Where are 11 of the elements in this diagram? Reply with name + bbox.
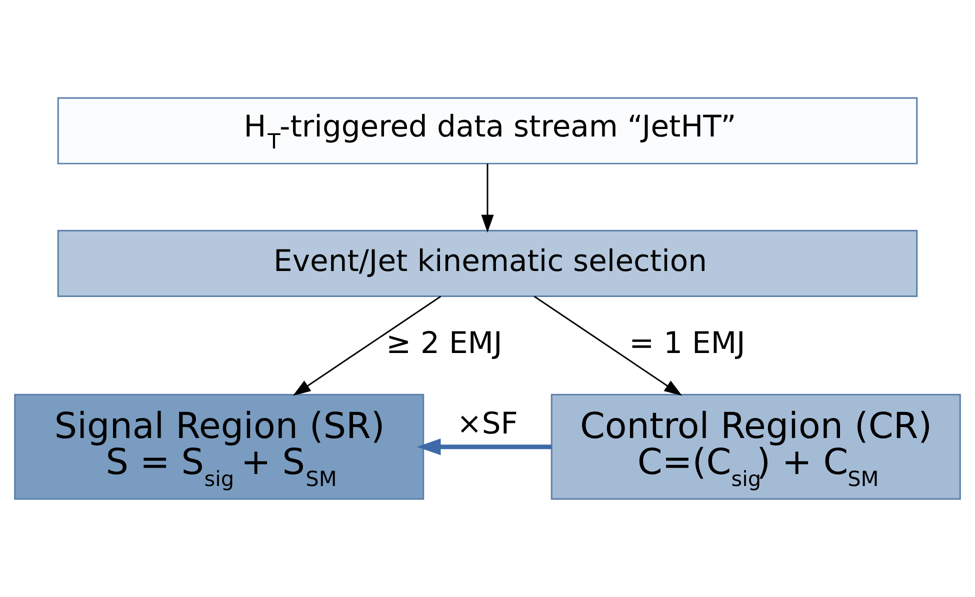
node-box: H$_{T}$-triggered data stream “JetHT”: [57, 97, 918, 164]
edge-label: = 1 EMJ: [629, 326, 746, 361]
edge-label: ×SF: [456, 406, 518, 442]
arrow: [416, 438, 552, 456]
arrow: [481, 164, 494, 233]
arrow: [534, 296, 682, 396]
node-box: Signal Region (SR) S = S$_{sig}$ + S$_{SM}$: [14, 394, 424, 500]
arrow: [292, 296, 442, 396]
node-box: Event/Jet kinematic selection: [57, 230, 918, 297]
node-box: Control Region (CR) C=(C$_{sig}$) + C$_{SM}$: [550, 394, 961, 500]
edge-label: ≥ 2 EMJ: [386, 326, 502, 361]
